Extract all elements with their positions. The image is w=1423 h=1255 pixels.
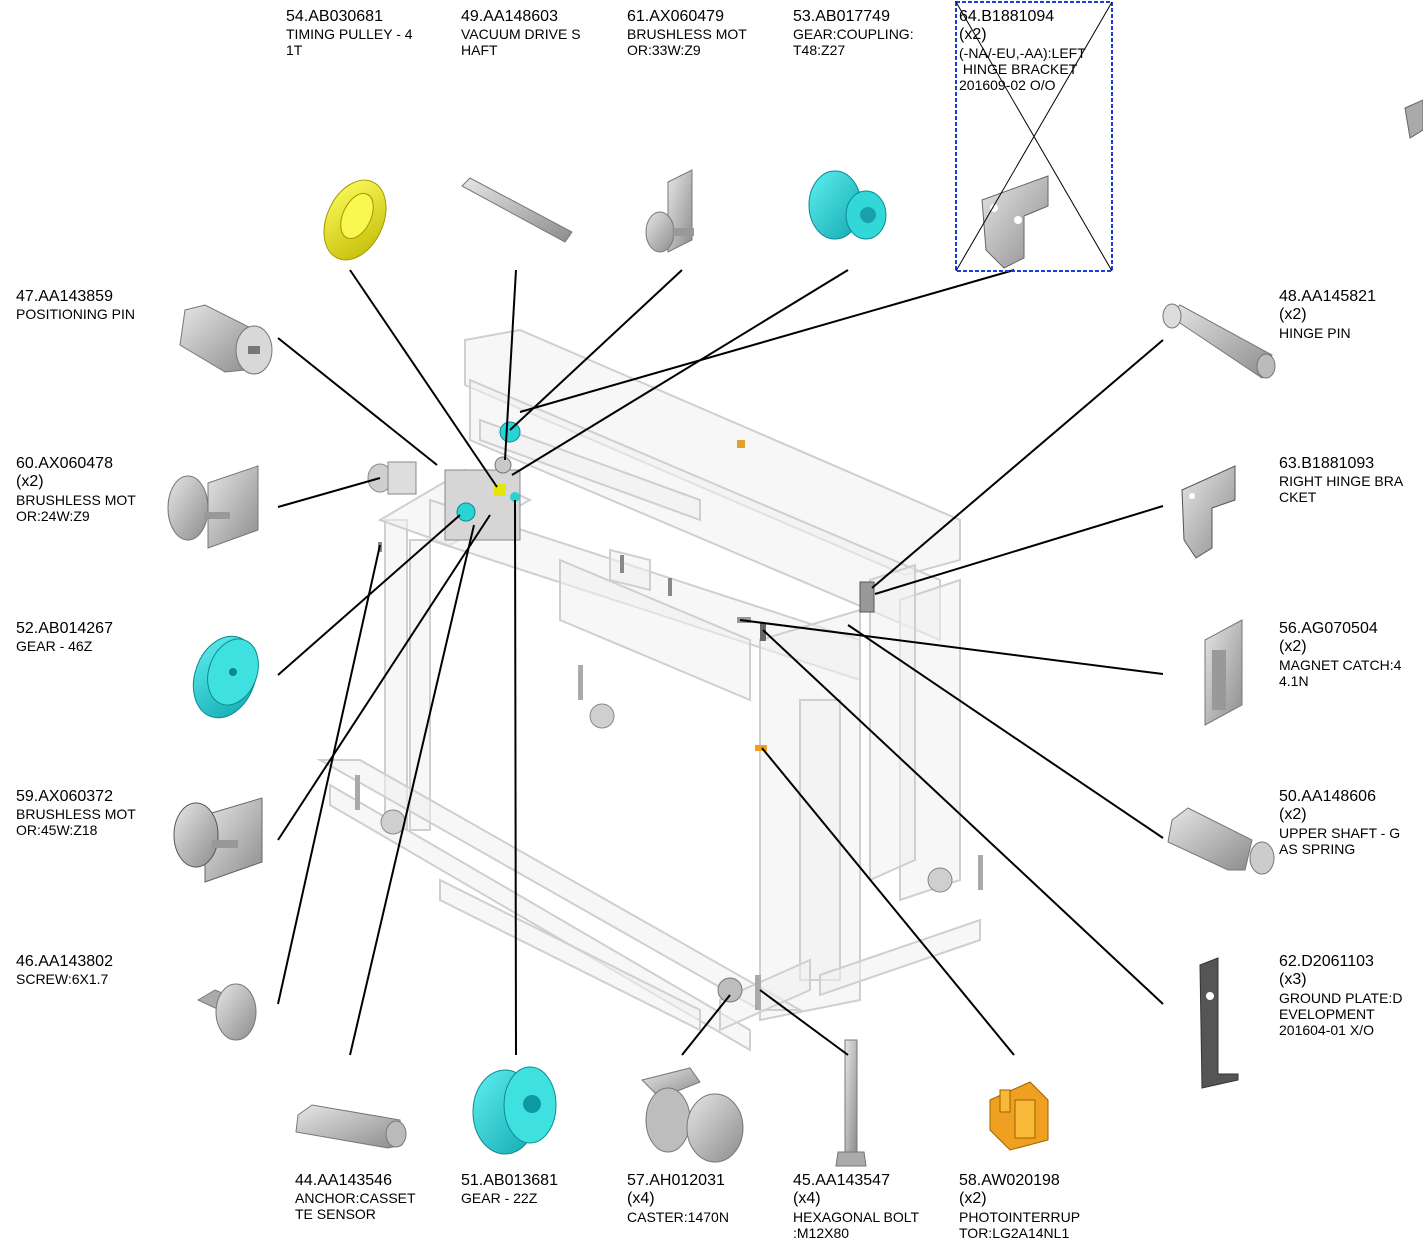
part-description: GEAR:COUPLING: T48:Z27: [793, 26, 914, 59]
part-quantity: (x2): [1279, 638, 1307, 656]
part-code: 44.AA143546: [295, 1172, 392, 1189]
part-code: 50.AA148606: [1279, 788, 1376, 805]
vacuum-drive-shaft-icon: [461, 177, 573, 243]
main-frame-assembly: [316, 328, 981, 1052]
part-code: 62.D2061103: [1279, 953, 1374, 970]
positioning-pin-icon: [179, 304, 273, 375]
part-description: GEAR - 46Z: [16, 638, 93, 655]
part-description: PHOTOINTERRUP TOR:LG2A14NL1: [959, 1208, 1081, 1241]
part-description: ANCHOR:CASSET TE SENSOR: [295, 1190, 416, 1223]
part-label-48: 48.AA145821(x2)HINGE PIN: [1279, 288, 1376, 341]
part-code: 59.AX060372: [16, 788, 113, 805]
gear-46z-icon: [192, 635, 259, 719]
part-description: CASTER:1470N: [627, 1208, 729, 1225]
part-description: BRUSHLESS MOT OR:45W:Z18: [16, 806, 136, 839]
part-code: 46.AA143802: [16, 953, 113, 970]
part-code: 63.B1881093: [1279, 455, 1375, 472]
magnet-catch-icon: [1204, 619, 1243, 726]
part-quantity: (x2): [959, 26, 987, 44]
part-code: 53.AB017749: [793, 8, 890, 25]
part-label-45: 45.AA143547(x4)HEXAGONAL BOLT :M12X80: [793, 1172, 919, 1241]
part-description: HINGE PIN: [1279, 324, 1351, 341]
brushless-motor-24w-icon: [167, 465, 259, 549]
part-description: HEXAGONAL BOLT :M12X80: [793, 1208, 920, 1241]
part-description: RIGHT HINGE BRA CKET: [1279, 473, 1404, 506]
leader-lines: [277, 269, 1164, 1056]
photointerruptor-icon: [989, 1081, 1049, 1151]
part-code: 56.AG070504: [1279, 620, 1378, 637]
part-quantity: (x2): [959, 1190, 987, 1208]
part-description: BRUSHLESS MOT OR:33W:Z9: [627, 26, 747, 59]
anchor-cassette-sensor-icon: [295, 1104, 407, 1149]
part-code: 61.AX060479: [627, 8, 724, 25]
part-code: 52.AB014267: [16, 620, 113, 637]
part-description: (-NA/-EU,-AA):LEFT HINGE BRACKET 201609-…: [959, 44, 1086, 93]
part-code: 45.AA143547: [793, 1172, 890, 1189]
part-code: 60.AX060478: [16, 455, 113, 472]
part-code: 58.AW020198: [959, 1172, 1060, 1189]
gear-coupling-icon: [808, 170, 887, 240]
ground-plate-icon: [1199, 957, 1239, 1089]
part-label-64: 64.B1881094(x2)(-NA/-EU,-AA):LEFT HINGE …: [959, 8, 1086, 93]
right-hinge-bracket-icon: [1181, 465, 1236, 559]
part-description: GROUND PLATE:D EVELOPMENT 201604-01 X/O: [1279, 989, 1403, 1038]
part-code: 51.AB013681: [461, 1172, 558, 1189]
screw-icon: [196, 983, 257, 1041]
part-label-58: 58.AW020198(x2)PHOTOINTERRUP TOR:LG2A14N…: [959, 1172, 1080, 1241]
assembly-details: [355, 421, 983, 1010]
part-code: 54.AB030681: [286, 8, 383, 25]
part-description: TIMING PULLEY - 4 1T: [286, 26, 413, 59]
cropped-part-icon: [1404, 99, 1423, 139]
part-code: 47.AA143859: [16, 288, 113, 305]
part-quantity: (x2): [16, 473, 44, 491]
part-code: 48.AA145821: [1279, 288, 1376, 305]
part-label-57: 57.AH012031(x4)CASTER:1470N: [627, 1172, 729, 1225]
part-code: 64.B1881094: [959, 8, 1055, 25]
part-quantity: (x3): [1279, 971, 1307, 989]
discontinued-part-box: [955, 1, 1113, 272]
part-label-50: 50.AA148606(x2)UPPER SHAFT - G AS SPRING: [1279, 788, 1400, 857]
part-description: MAGNET CATCH:4 4.1N: [1279, 656, 1402, 689]
part-description: UPPER SHAFT - G AS SPRING: [1279, 824, 1401, 857]
upper-shaft-gas-spring-icon: [1167, 807, 1275, 875]
part-quantity: (x2): [1279, 806, 1307, 824]
part-description: VACUUM DRIVE S HAFT: [461, 26, 581, 59]
part-code: 57.AH012031: [627, 1172, 725, 1189]
part-description: SCREW:6X1.7: [16, 971, 109, 988]
timing-pulley-icon: [323, 179, 387, 261]
part-label-62: 62.D2061103(x3)GROUND PLATE:D EVELOPMENT…: [1279, 953, 1402, 1038]
part-quantity: (x2): [1279, 306, 1307, 324]
part-description: BRUSHLESS MOT OR:24W:Z9: [16, 491, 136, 524]
part-quantity: (x4): [793, 1190, 821, 1208]
caster-icon: [641, 1067, 744, 1163]
part-quantity: (x4): [627, 1190, 655, 1208]
part-label-56: 56.AG070504(x2)MAGNET CATCH:4 4.1N: [1279, 620, 1401, 689]
part-description: POSITIONING PIN: [16, 306, 136, 323]
part-description: GEAR - 22Z: [461, 1190, 538, 1207]
hexagonal-bolt-icon: [835, 1039, 867, 1167]
part-code: 49.AA148603: [461, 8, 558, 25]
part-label-60: 60.AX060478(x2)BRUSHLESS MOT OR:24W:Z9: [16, 455, 136, 524]
brushless-motor-33w-icon: [645, 169, 694, 253]
brushless-motor-45w-icon: [173, 797, 263, 883]
left-hinge-bracket-icon: [981, 175, 1049, 269]
hinge-pin-icon: [1162, 303, 1276, 379]
gear-22z-icon: [472, 1066, 557, 1155]
